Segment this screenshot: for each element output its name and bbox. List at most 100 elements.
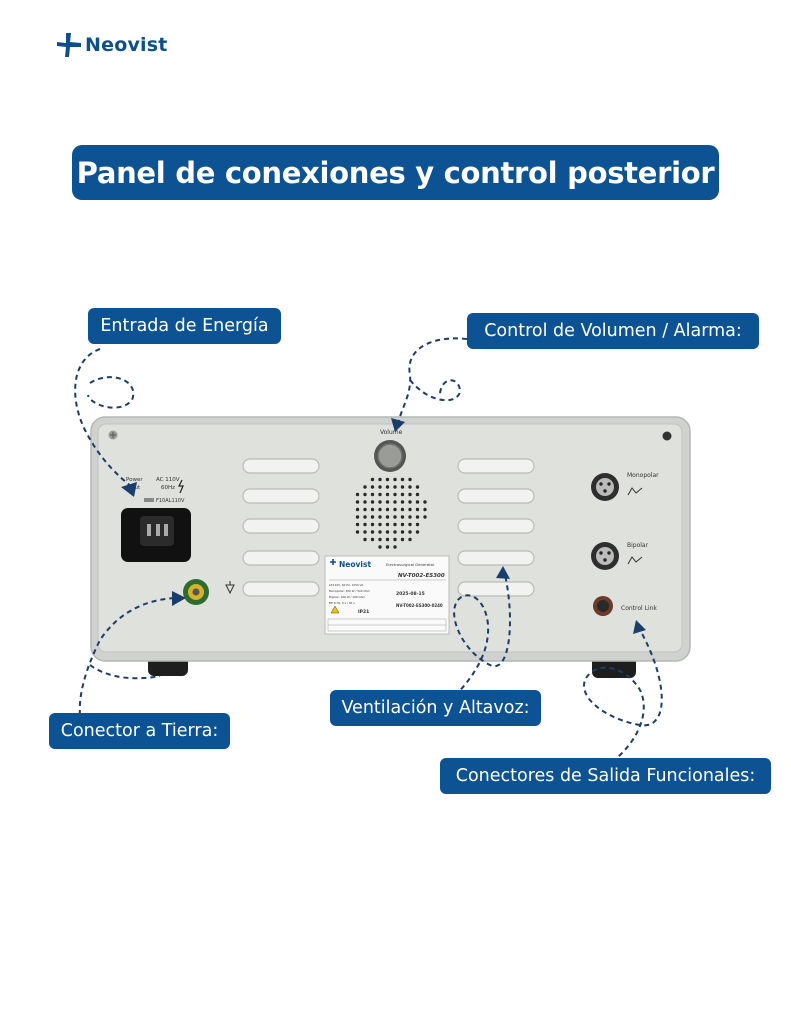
- speaker-hole: [363, 522, 367, 527]
- nameplate-product: Electrosurgical Generator: [386, 562, 435, 567]
- speaker-hole: [385, 537, 390, 542]
- label-volume-control: Control de Volumen / Alarma:: [467, 313, 759, 349]
- speaker-hole: [423, 507, 427, 512]
- speaker-hole: [408, 515, 412, 519]
- speaker-hole: [370, 530, 375, 534]
- speaker-hole: [385, 477, 390, 482]
- speaker-hole: [393, 537, 397, 542]
- speaker-hole: [370, 485, 375, 489]
- fuse-icon: [144, 498, 154, 502]
- speaker-hole: [408, 500, 412, 504]
- speaker-hole: [370, 515, 375, 519]
- speaker-hole: [400, 522, 405, 527]
- speaker-hole: [415, 530, 420, 534]
- speaker-hole: [378, 485, 382, 489]
- high-voltage-icon: [178, 479, 184, 494]
- speaker-hole: [370, 500, 375, 504]
- speaker-hole: [385, 500, 390, 504]
- ground-connector[interactable]: [183, 579, 209, 605]
- fuse-label: F10AL110V: [156, 498, 185, 504]
- speaker-hole: [385, 545, 390, 549]
- nameplate-spec-4: MF 8 Hz, 9 s / 30 s: [329, 601, 355, 605]
- speaker-hole: [385, 507, 390, 512]
- speaker-hole: [400, 507, 405, 512]
- speaker-hole: [363, 530, 367, 534]
- speaker-hole: [393, 530, 397, 534]
- speaker-hole: [370, 492, 375, 497]
- screw-icon: [108, 430, 118, 440]
- volume-knob[interactable]: [377, 443, 403, 469]
- speaker-hole: [355, 522, 360, 527]
- nameplate-serial: NV-T002-ES300-0240: [396, 603, 443, 608]
- page-title-banner: Panel de conexiones y control posterior: [72, 145, 719, 200]
- monopolar-symbol-icon: [627, 487, 643, 496]
- speaker-hole: [408, 492, 412, 497]
- speaker-hole: [408, 485, 412, 489]
- speaker-hole: [378, 530, 382, 534]
- speaker-hole: [378, 477, 382, 482]
- speaker-grill: [355, 477, 427, 549]
- speaker-hole: [378, 507, 382, 512]
- speaker-hole: [370, 507, 375, 512]
- speaker-hole: [415, 500, 420, 504]
- speaker-hole: [378, 537, 382, 542]
- speaker-hole: [355, 530, 360, 534]
- speaker-hole: [393, 545, 397, 549]
- speaker-hole: [393, 477, 397, 482]
- rear-plate: [97, 423, 683, 653]
- speaker-hole: [363, 507, 367, 512]
- monopolar-connector[interactable]: [591, 473, 619, 501]
- nameplate-table: [327, 618, 447, 632]
- speaker-hole: [370, 477, 375, 482]
- label-ventilation-speaker: Ventilación y Altavoz:: [330, 690, 541, 726]
- label-power-input: Entrada de Energía: [88, 308, 281, 344]
- page-title: Panel de conexiones y control posterior: [76, 155, 715, 190]
- speaker-hole: [393, 485, 397, 489]
- speaker-hole: [393, 515, 397, 519]
- speaker-hole: [378, 545, 382, 549]
- screw-icon: [662, 431, 672, 441]
- bipolar-connector[interactable]: [591, 542, 619, 570]
- callout-arrowheads: [121, 418, 646, 634]
- speaker-hole: [400, 492, 405, 497]
- power-input-label-1: Power: [126, 477, 143, 483]
- speaker-hole: [363, 485, 367, 489]
- speaker-hole: [393, 492, 397, 497]
- speaker-hole: [355, 500, 360, 504]
- ground-symbol-icon: [225, 581, 235, 595]
- speaker-hole: [370, 537, 375, 542]
- nameplate-brand: Neovist: [339, 560, 371, 569]
- power-inlet-socket[interactable]: [121, 508, 191, 562]
- speaker-hole: [415, 515, 420, 519]
- speaker-hole: [400, 530, 405, 534]
- speaker-hole: [415, 485, 420, 489]
- speaker-hole: [400, 537, 405, 542]
- monopolar-label: Monopolar: [627, 472, 659, 479]
- nameplate-ip-rating: IP21: [358, 609, 369, 615]
- speaker-hole: [363, 537, 367, 542]
- warning-icon: [330, 605, 340, 614]
- speaker-hole: [378, 492, 382, 497]
- speaker-hole: [415, 522, 420, 527]
- ac-rating-1: AC 110V: [156, 477, 180, 483]
- bipolar-label: Bipolar: [627, 542, 649, 549]
- speaker-hole: [385, 515, 390, 519]
- speaker-hole: [393, 500, 397, 504]
- speaker-hole: [363, 515, 367, 519]
- ac-rating-2: 60Hz: [161, 485, 175, 491]
- speaker-hole: [385, 485, 390, 489]
- vent-slots-left: [242, 458, 320, 597]
- speaker-hole: [393, 522, 397, 527]
- label-output-connectors: Conectores de Salida Funcionales:: [440, 758, 771, 794]
- nameplate: Neovist Electrosurgical Generator NV-T00…: [324, 555, 450, 635]
- speaker-hole: [400, 515, 405, 519]
- brand-name: Neovist: [85, 34, 168, 56]
- speaker-hole: [423, 500, 427, 504]
- speaker-hole: [408, 507, 412, 512]
- speaker-hole: [408, 530, 412, 534]
- speaker-hole: [400, 500, 405, 504]
- speaker-hole: [385, 492, 390, 497]
- control-link-connector[interactable]: [593, 596, 613, 616]
- nameplate-model: NV-T002-ES300: [398, 573, 445, 579]
